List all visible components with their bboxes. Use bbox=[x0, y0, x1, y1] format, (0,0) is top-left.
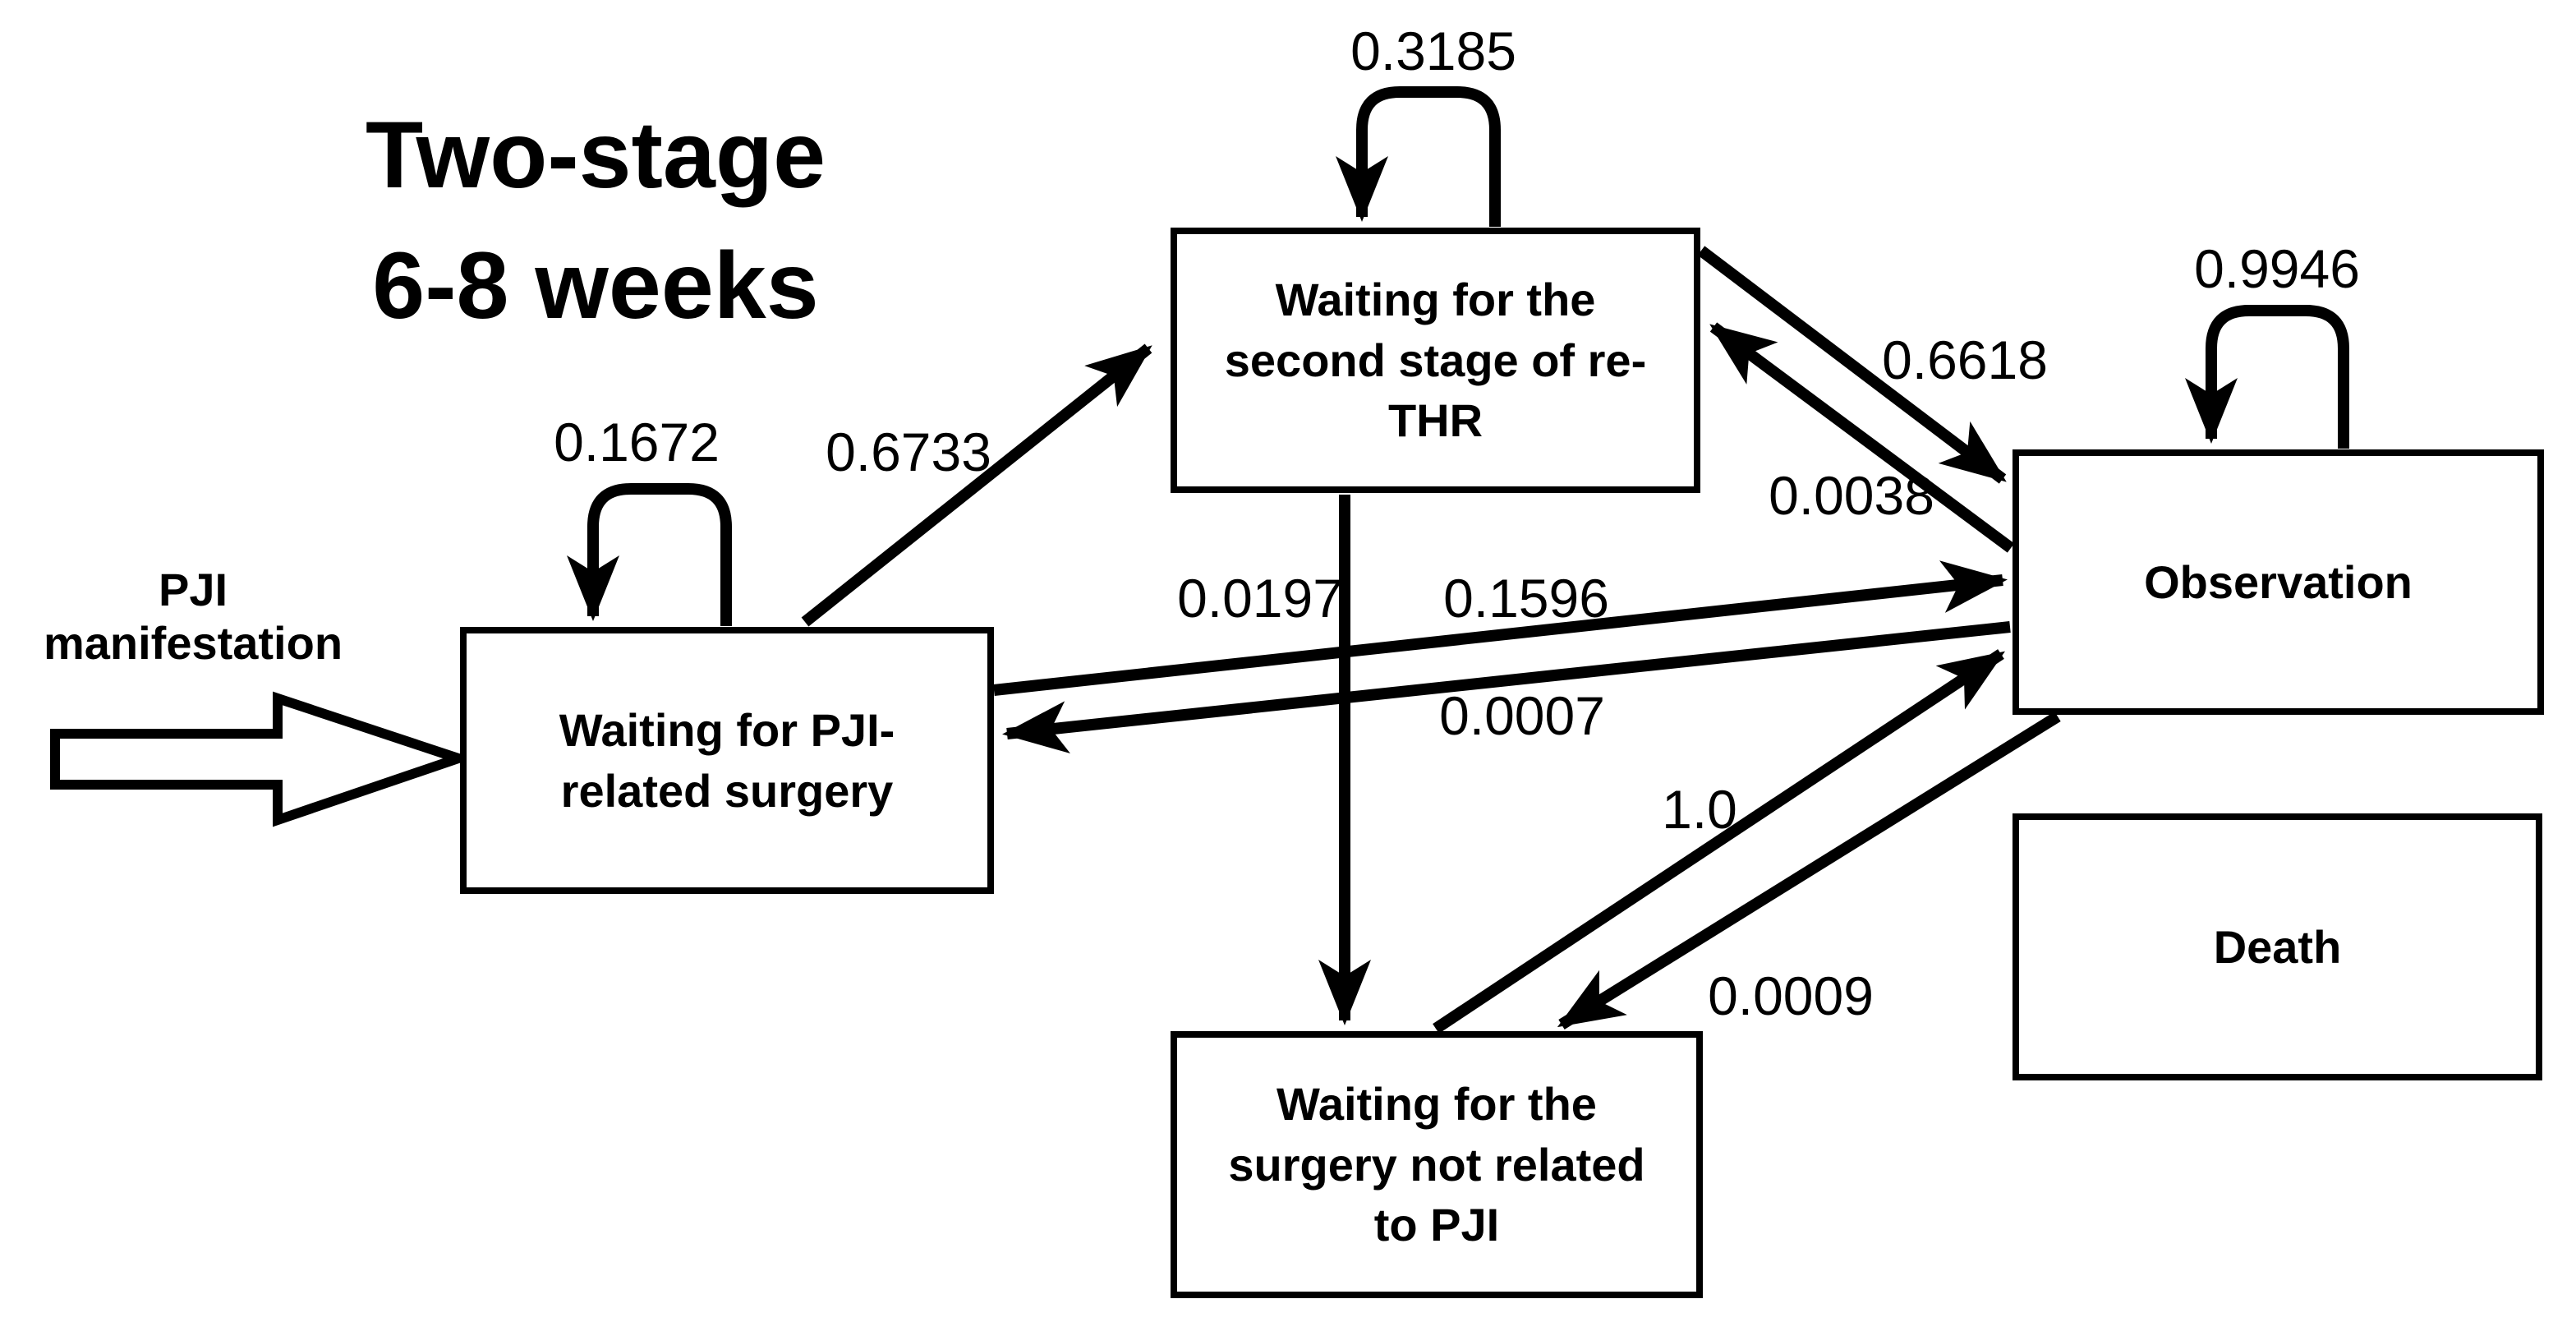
state-box-pji-surgery: Waiting for PJI- related surgery bbox=[460, 627, 994, 894]
prob-observation-to-pji-surgery: 0.0007 bbox=[1439, 685, 1605, 746]
entry-arrow-icon bbox=[50, 691, 474, 827]
prob-self-pji-surgery: 0.1672 bbox=[554, 412, 720, 472]
prob-observation-to-non-pji-surgery: 0.0009 bbox=[1708, 965, 1874, 1026]
arrow-observation-to-second-stage bbox=[1709, 322, 2015, 553]
state-label-observation: Observation bbox=[2144, 555, 2413, 608]
state-box-second-stage: Waiting for the second stage of re- THR bbox=[1171, 228, 1700, 493]
prob-pji-surgery-to-observation: 0.1596 bbox=[1443, 568, 1609, 629]
state-label-non-pji-surgery: Waiting for the surgery not related to P… bbox=[1228, 1077, 1645, 1251]
state-box-observation: Observation bbox=[2012, 449, 2544, 715]
arrow-pji-surgery-to-second-stage bbox=[801, 343, 1152, 627]
self-loop-second-stage bbox=[1336, 86, 1501, 227]
self-loop-observation bbox=[2185, 305, 2349, 449]
prob-second-stage-to-observation: 0.6618 bbox=[1882, 329, 2048, 390]
prob-self-observation: 0.9946 bbox=[2194, 238, 2360, 299]
state-box-non-pji-surgery: Waiting for the surgery not related to P… bbox=[1171, 1031, 1703, 1298]
arrow-second-stage-to-observation bbox=[1697, 246, 2007, 484]
arrow-non-pji-surgery-to-observation bbox=[1433, 649, 2006, 1034]
prob-self-second-stage: 0.3185 bbox=[1350, 21, 1516, 81]
arrow-pji-surgery-to-observation bbox=[993, 560, 2008, 696]
self-loop-pji-surgery bbox=[567, 483, 732, 626]
arrow-observation-to-non-pji-surgery bbox=[1557, 712, 2061, 1030]
state-label-death: Death bbox=[2213, 920, 2342, 973]
state-label-pji-surgery: Waiting for PJI- related surgery bbox=[559, 703, 895, 817]
prob-observation-to-second-stage: 0.0038 bbox=[1769, 465, 1934, 526]
state-label-second-stage: Waiting for the second stage of re- THR bbox=[1224, 273, 1647, 447]
diagram-title: Two-stage 6-8 weeks bbox=[365, 103, 826, 339]
state-box-death: Death bbox=[2012, 813, 2542, 1080]
entry-arrow-label: PJI manifestation bbox=[43, 564, 343, 669]
prob-non-pji-surgery-to-observation: 1.0 bbox=[1662, 779, 1737, 840]
arrow-observation-to-pji-surgery bbox=[1002, 621, 2011, 753]
prob-second-stage-to-non-pji-surgery: 0.0197 bbox=[1177, 568, 1343, 629]
prob-pji-surgery-to-second-stage: 0.6733 bbox=[826, 421, 991, 482]
